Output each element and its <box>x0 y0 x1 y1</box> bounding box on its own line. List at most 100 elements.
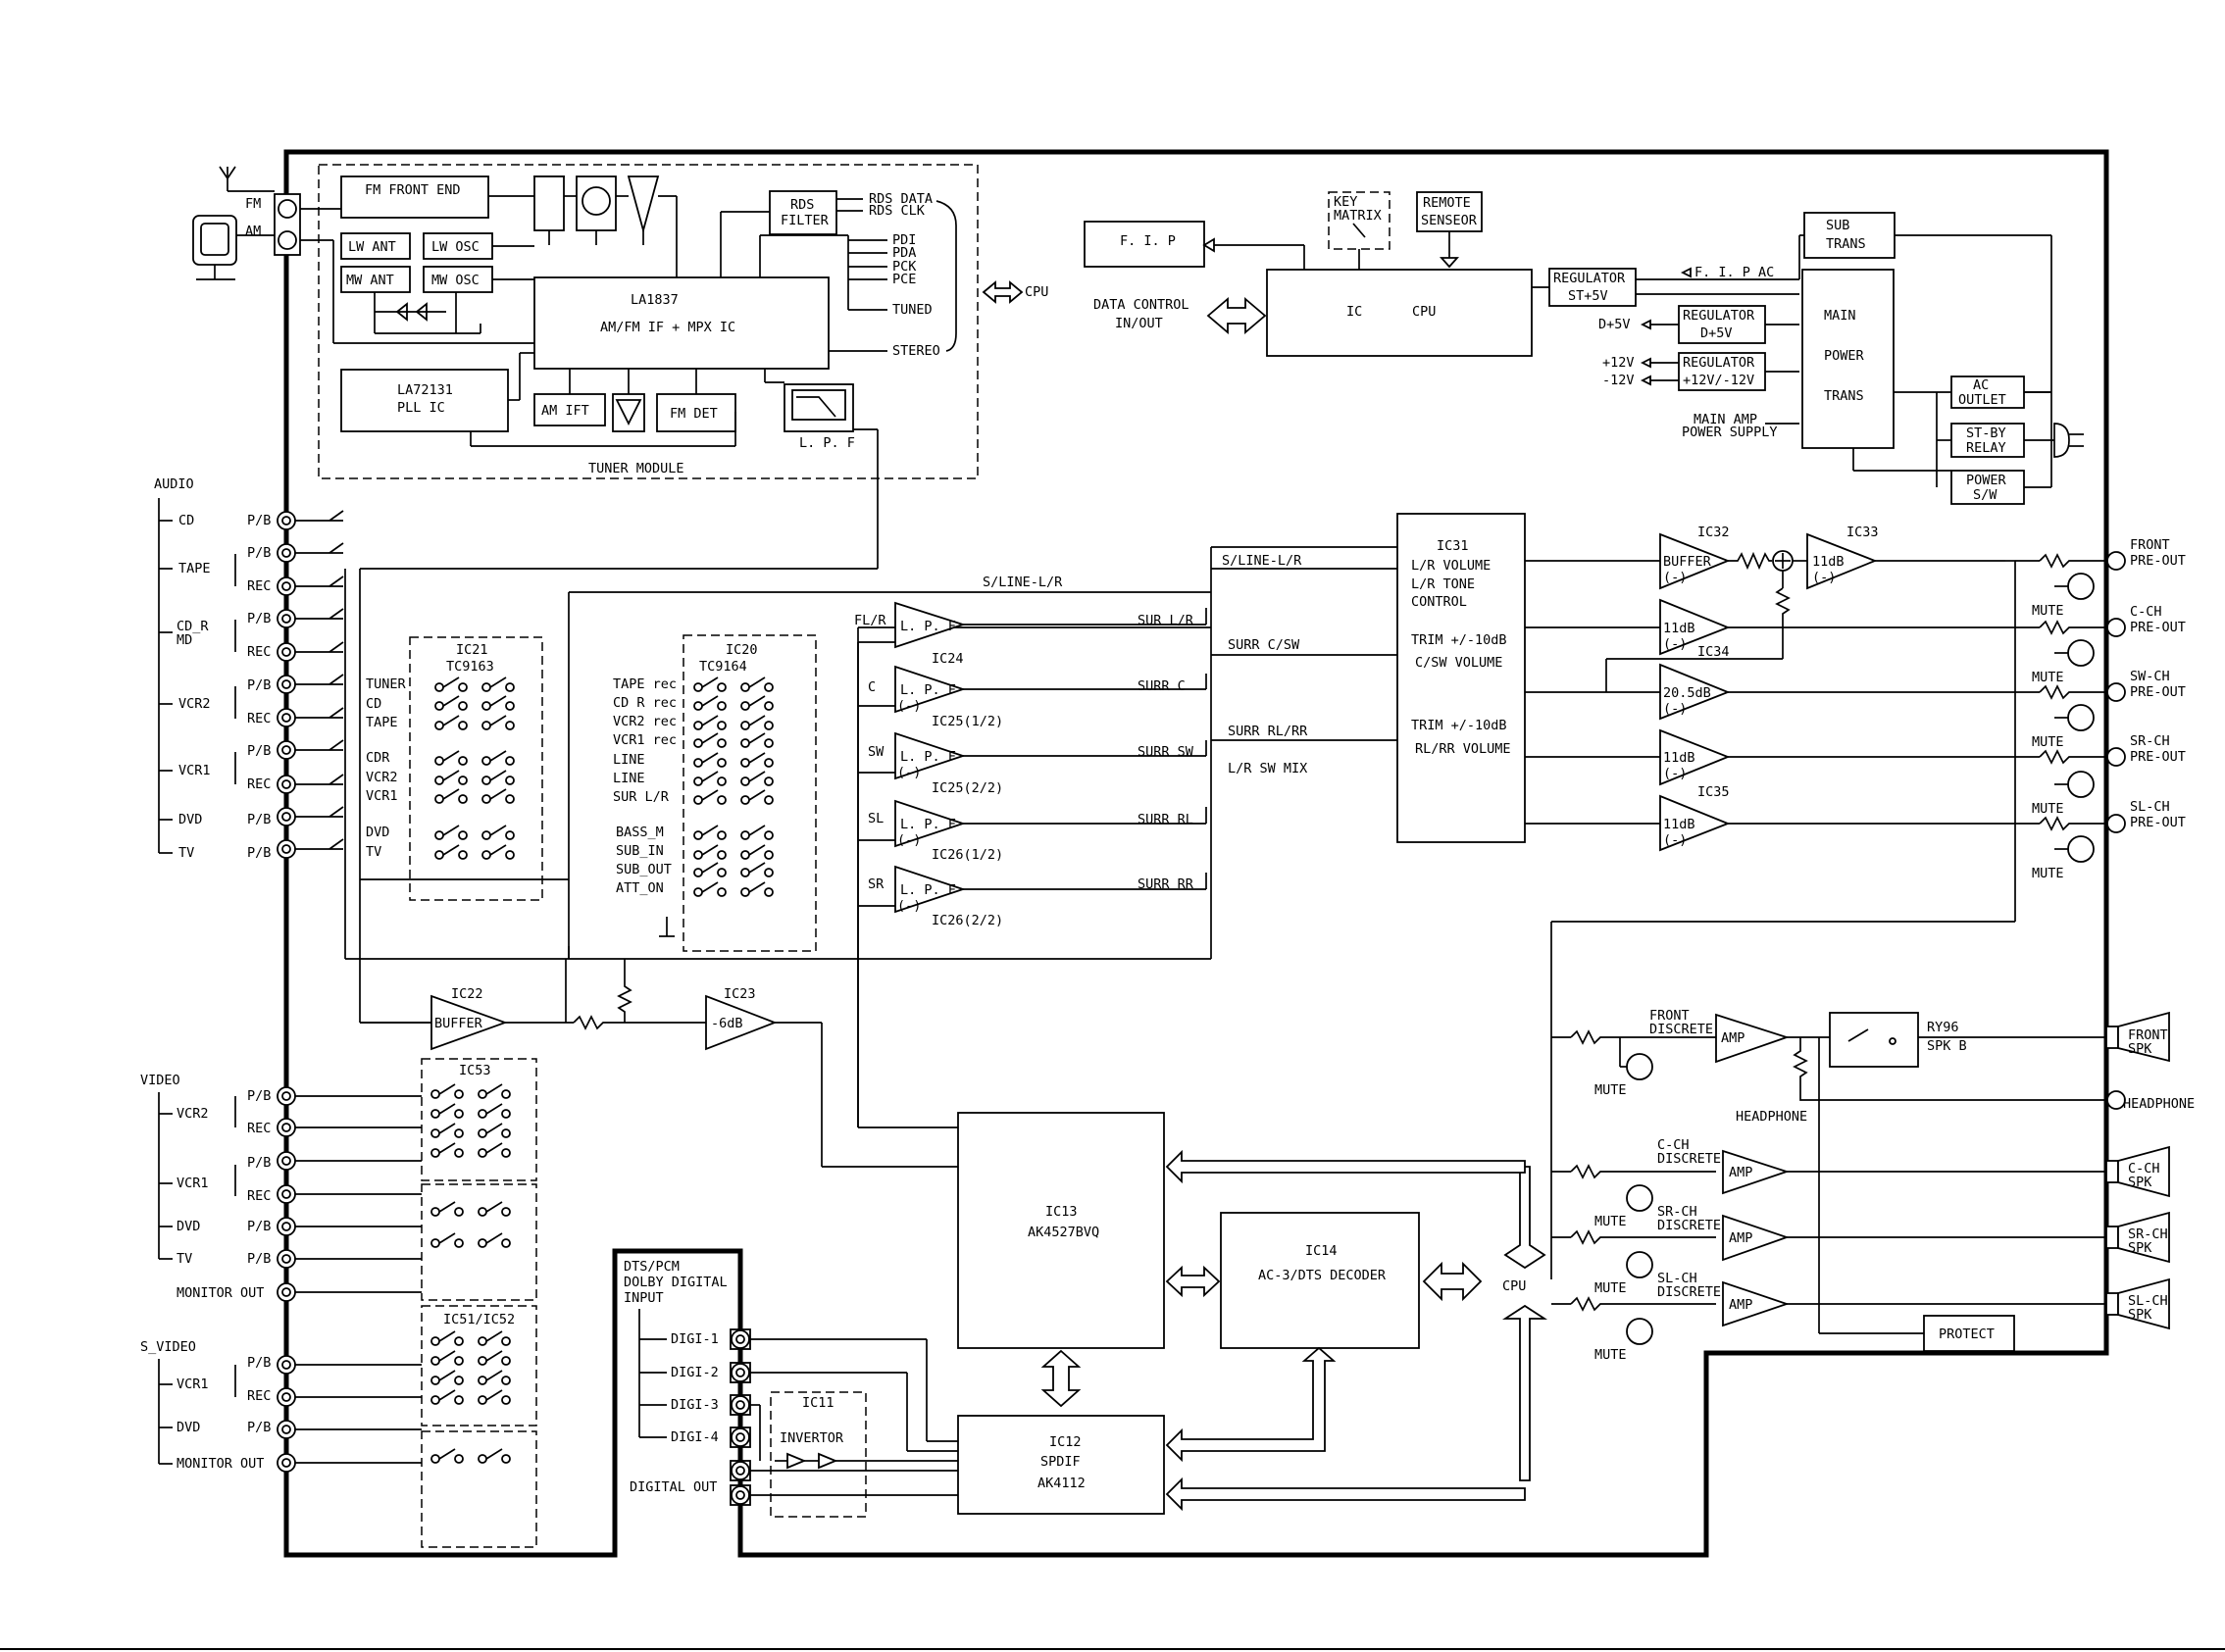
ic20-vcr2-rec: VCR2 rec <box>613 714 677 729</box>
slch-spk-mute: MUTE <box>1594 1347 1627 1363</box>
pce-label: PCE <box>892 272 916 287</box>
audio-vcr2: VCR2 <box>178 696 211 712</box>
ic21-cdr: CDR <box>366 750 390 766</box>
slch-preout-jack[interactable] <box>2106 814 2126 833</box>
sl-label: SL <box>868 811 884 826</box>
ic21-cd: CD <box>366 696 381 712</box>
switch-contact <box>454 1089 464 1099</box>
switch-contact <box>501 1336 511 1346</box>
digital-jack-2-center <box>735 1400 745 1410</box>
wire <box>442 844 460 856</box>
front-preout-jack[interactable] <box>2106 551 2126 571</box>
srch-spk-mute: MUTE <box>1594 1280 1627 1296</box>
switch-contact <box>478 1238 487 1248</box>
lpf-section: S/LINE-L/R FL/R C SW SL SR L. P. F IC24 … <box>854 575 1207 1127</box>
swch-preout-jack[interactable] <box>2106 682 2126 702</box>
fm-label: FM <box>245 196 261 212</box>
ac-plug-icon <box>2053 423 2084 458</box>
switch-contact <box>505 701 515 711</box>
srch-preout-jack[interactable] <box>2106 747 2126 767</box>
pre-out-section: IC32 BUFFER (-) IC33 11dB (-) 11dB (-) I… <box>1525 525 2186 1279</box>
swch-preout-1: SW-CH <box>2130 669 2170 684</box>
switch-contact <box>478 1089 487 1099</box>
front-amp-label: AMP <box>1721 1030 1745 1046</box>
switch-contact <box>693 738 703 748</box>
remote-label: REMOTE <box>1423 195 1471 211</box>
wire <box>438 1370 456 1381</box>
wire <box>442 750 460 762</box>
video-title: VIDEO <box>140 1073 180 1088</box>
pdi-label: PDI <box>892 232 916 248</box>
switch-contact <box>740 868 750 877</box>
reg-d-label: REGULATOR <box>1683 308 1755 324</box>
ic53-label: IC53 <box>459 1063 491 1078</box>
switch-icon <box>693 752 774 768</box>
switch-contact <box>478 1376 487 1385</box>
tv-pb: P/B <box>247 845 271 861</box>
wire <box>485 1123 503 1134</box>
ic22-label: IC22 <box>451 986 483 1002</box>
wire <box>748 695 766 707</box>
chassis-frame <box>283 149 2109 1558</box>
pll-name: LA72131 <box>397 382 453 398</box>
vcr2-pb: P/B <box>247 677 271 693</box>
switch-contact <box>740 738 750 748</box>
digi4-label: DIGI-4 <box>671 1429 719 1445</box>
am-antenna-jack[interactable] <box>278 230 297 250</box>
ic26a-lpf: L. P. F <box>900 817 956 832</box>
switch-icon <box>693 862 774 877</box>
switch-contact <box>434 682 444 692</box>
slch-power-amp <box>1722 1280 1790 1327</box>
slch-preout-1: SL-CH <box>2130 799 2170 815</box>
svideo-dvd-pb: P/B <box>247 1420 271 1435</box>
cch-preout-jack[interactable] <box>2106 618 2126 637</box>
video-vcr2-pb: P/B <box>247 1088 271 1104</box>
digital-title-3: INPUT <box>624 1290 664 1306</box>
switch-contact <box>481 794 491 804</box>
ic33-label: IC33 <box>1846 525 1879 540</box>
switch-contact <box>478 1109 487 1119</box>
srch-discrete-2: DISCRETE <box>1657 1218 1721 1233</box>
switch-contact <box>717 776 727 786</box>
fm-antenna-jack[interactable] <box>278 199 297 219</box>
video-vcr2-rec: REC <box>247 1121 271 1136</box>
slch-amp-label: AMP <box>1729 1297 1752 1313</box>
pck-label: PCK <box>892 259 917 275</box>
switch-icon <box>430 1083 511 1099</box>
wire <box>485 1389 503 1401</box>
wire <box>701 825 719 836</box>
switch-contact <box>481 830 491 840</box>
bidir-arrow-icon <box>1040 1349 1082 1408</box>
digital-out-label: DIGITAL OUT <box>630 1479 717 1495</box>
svideo-dvd: DVD <box>177 1420 200 1435</box>
switch-contact <box>693 682 703 692</box>
ic26a-minus: (-) <box>897 832 921 848</box>
headphone-jack[interactable] <box>2106 1090 2126 1110</box>
switch-icon <box>434 695 515 711</box>
wire <box>485 1103 503 1115</box>
video-jack-4-center <box>281 1222 291 1231</box>
ic26a-label: IC26(1/2) <box>932 847 1003 863</box>
digital-jack-3-center <box>735 1432 745 1442</box>
ic33-amp <box>1806 532 1878 590</box>
switch-contact <box>501 1238 511 1248</box>
wire <box>438 1201 456 1213</box>
video-jack-2-center <box>281 1156 291 1166</box>
ic31-in-surr-csw: SURR C/SW <box>1228 637 1300 653</box>
resistor-icon <box>1728 551 1772 571</box>
wire <box>701 715 719 726</box>
switch-contact <box>764 721 774 730</box>
wire <box>748 676 766 688</box>
audio-input-jack-3-center <box>281 614 291 624</box>
audio-input-jack-7-center <box>281 745 291 755</box>
switch-contact <box>454 1207 464 1217</box>
audio-input-jack-5-center <box>281 679 291 689</box>
switch-contact <box>454 1356 464 1366</box>
ic31-l5: C/SW VOLUME <box>1415 655 1502 671</box>
matrix-label: MATRIX <box>1334 208 1382 224</box>
buffer-section: IC22 BUFFER IC23 -6dB <box>360 959 961 1168</box>
switch-contact <box>693 850 703 860</box>
ic25b-minus: (-) <box>897 765 921 780</box>
wire <box>329 641 344 653</box>
switch-contact <box>764 830 774 840</box>
